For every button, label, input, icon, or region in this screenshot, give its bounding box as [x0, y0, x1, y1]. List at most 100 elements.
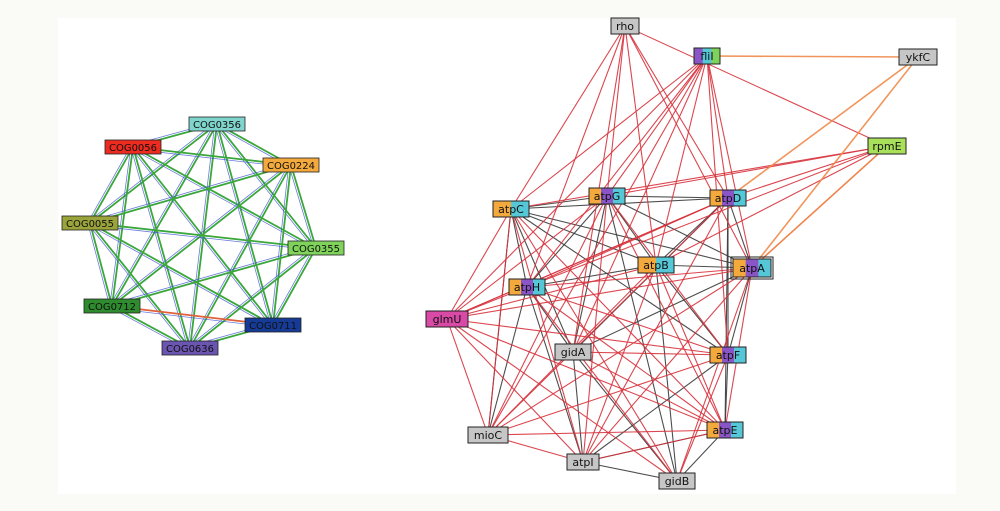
gene-edge-red [624, 25, 753, 269]
gene-node-atpa: atpA [730, 256, 774, 280]
cog-edge-green [216, 123, 274, 326]
cog-edge-blue [87, 224, 189, 350]
gene-edge-red [446, 318, 678, 482]
cog-node-box [104, 139, 162, 155]
gene-node-color-segment [613, 188, 626, 204]
gene-edge-black [572, 267, 753, 353]
gene-node-gida: gidA [554, 343, 592, 361]
gene-edge-black [606, 195, 678, 482]
cog-edge-blue [288, 165, 315, 249]
gene-node-label: gidA [561, 346, 586, 359]
gene-edge-red [582, 429, 726, 463]
cog-node-cog0056: COG0056 [104, 139, 162, 155]
cog-edge-blue [214, 124, 272, 326]
cog-edge-blue [110, 162, 290, 305]
gene-node-flii: fliI [693, 47, 721, 65]
gene-edge-red [510, 208, 726, 431]
gene-edge-black [526, 286, 574, 353]
gene-edge-red [572, 55, 708, 353]
gene-node-color-segment [521, 279, 534, 295]
gene-node-label: atpI [572, 456, 593, 469]
gene-edge-orange [751, 145, 888, 269]
gene-edge-black [727, 267, 753, 356]
cog-edge-blue [109, 122, 216, 306]
gene-edge-red [446, 318, 584, 463]
gene-node-label: atpB [643, 259, 669, 272]
cog-edge-blue [111, 245, 316, 305]
gene-node-color-segment [555, 344, 592, 360]
gene-node-atpf: atpF [709, 346, 747, 364]
cog-edge-green [290, 164, 317, 249]
cog-node-cog0355: COG0355 [287, 240, 345, 256]
gene-edge-red [487, 354, 729, 436]
gene-node-color-segment [533, 279, 546, 295]
cog-edge-blue [88, 224, 273, 328]
gene-node-border [566, 453, 600, 471]
gene-edge-red [655, 55, 708, 266]
gene-edge-black [724, 197, 729, 431]
gene-edge-red [655, 145, 888, 266]
gene-node-label: atpA [739, 262, 765, 275]
gene-edge-red [510, 208, 584, 463]
cog-node-cog0224: COG0224 [262, 157, 320, 173]
gene-node-atph: atpH [508, 278, 546, 296]
gene-edge-red [526, 286, 678, 482]
gene-node-color-segment [601, 188, 614, 204]
gene-node-border [709, 346, 747, 364]
gene-edge-red [446, 195, 608, 320]
gene-edge-red [487, 429, 726, 436]
cog-network-nodes: COG0356COG0056COG0224COG0055COG0355COG07… [61, 116, 345, 356]
cog-edge-blue [89, 224, 316, 251]
gene-node-border [658, 472, 696, 490]
cog-node-label: COG0055 [66, 219, 114, 230]
gene-edge-black [606, 195, 753, 269]
gene-node-color-segment [511, 201, 530, 217]
gene-edge-red [446, 264, 657, 320]
gene-edge-red [446, 208, 512, 320]
cog-edge-blue [270, 246, 315, 325]
gene-edge-orange [751, 56, 919, 269]
gene-edge-orange [727, 56, 919, 199]
gene-node-label: fliI [700, 50, 713, 63]
cog-edge-green [132, 146, 317, 249]
gene-edge-red [446, 318, 489, 436]
cog-node-label: COG0636 [166, 344, 214, 355]
cog-edge-green [132, 146, 191, 349]
gene-node-color-segment [426, 311, 469, 327]
gene-node-label: atpH [514, 281, 540, 294]
cog-node-box [287, 240, 345, 256]
cog-edge-green [111, 247, 317, 307]
gene-node-border [867, 137, 907, 155]
gene-node-label: gidB [665, 475, 690, 488]
gene-node-border [709, 189, 747, 207]
cog-edge-blue [188, 245, 315, 347]
gene-edge-red [487, 208, 512, 436]
gene-edge-red [526, 267, 753, 288]
gene-node-label: atpF [716, 349, 740, 362]
gene-edge-black [582, 354, 729, 463]
gene-edge-red [606, 25, 626, 197]
cog-node-label: COG0224 [267, 161, 315, 172]
cog-node-box [161, 340, 219, 356]
gene-edge-black [727, 197, 753, 269]
gene-node-color-segment [567, 454, 600, 470]
cog-edge-blue [131, 148, 316, 251]
gene-node-color-segment [638, 257, 657, 273]
cog-node-box [262, 157, 320, 173]
gene-edge-orange [706, 55, 919, 58]
cog-edge-green [89, 146, 134, 224]
cog-edge-green [89, 222, 317, 249]
cog-node-cog0712: COG0712 [83, 298, 141, 314]
gene-node-color-segment [710, 190, 723, 206]
gene-node-color-segment [734, 347, 747, 363]
gene-node-label: glmU [433, 313, 462, 326]
cog-edge-green [272, 247, 317, 326]
gene-node-color-segment [589, 188, 602, 204]
gene-edge-black [510, 208, 657, 266]
gene-edge-red [526, 286, 729, 356]
gene-edge-red [510, 25, 626, 210]
gene-network-edges [446, 25, 919, 482]
